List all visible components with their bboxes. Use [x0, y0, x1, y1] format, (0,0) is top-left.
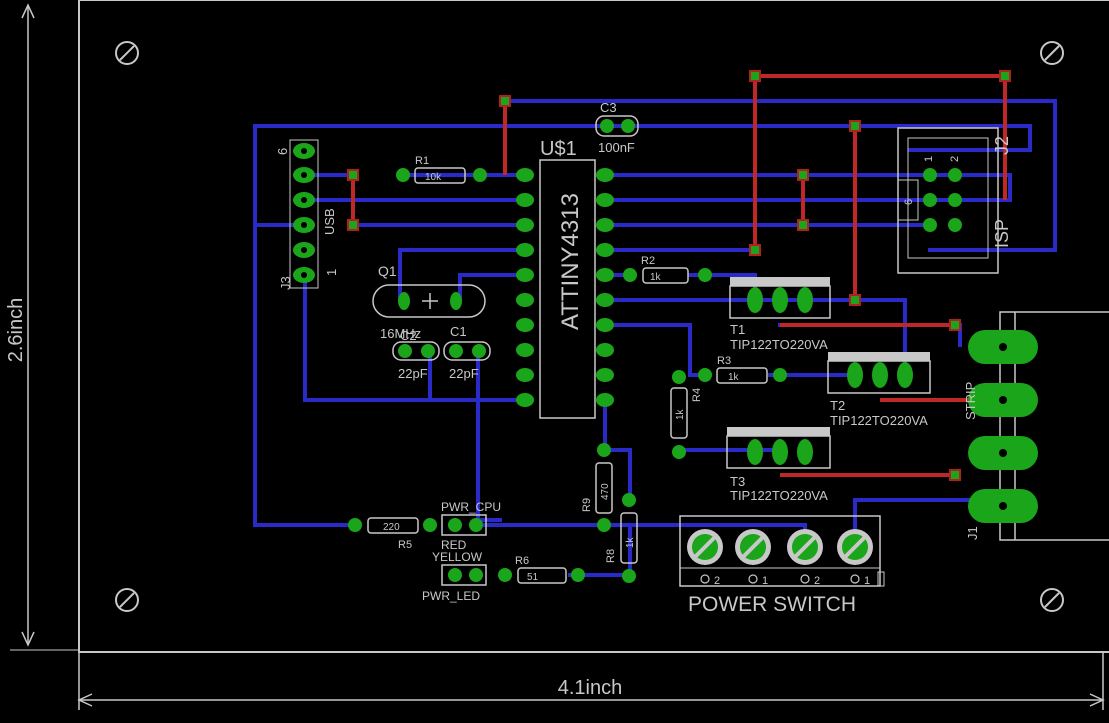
led-pwr-name: PWR_LED [422, 589, 480, 603]
power-switch-label: POWER SWITCH [688, 593, 856, 616]
resistor-r1: R1 10k [396, 155, 487, 184]
c3-value: 100nF [598, 140, 635, 155]
r5-value: 220 [383, 522, 400, 533]
r4-value: 1k [675, 408, 686, 420]
q1-label: Q1 [378, 263, 397, 279]
r5-label: R5 [398, 539, 412, 551]
q1-value: 16MHz [380, 326, 421, 341]
transistor-t3: T3 TIP122TO220VA [726, 427, 831, 503]
r9-label: R9 [581, 498, 593, 512]
t1-label: T1 [730, 322, 745, 337]
transistor-t2: T2 TIP122TO220VA [827, 352, 931, 428]
isp-pin-2-label: 2 [949, 156, 961, 162]
resistor-r5: R5 220 [348, 517, 437, 551]
r8-label: R8 [605, 549, 617, 563]
c1-label: C1 [450, 324, 467, 339]
vias [347, 70, 1011, 481]
usb-label: USB [322, 208, 337, 235]
power-switch: 2 1 2 1 POWER SWITCH [679, 515, 885, 616]
resistor-r9: R9 470 [581, 443, 613, 532]
r2-label: R2 [641, 255, 655, 267]
isp-label: ISP [992, 219, 1012, 248]
r3-label: R3 [717, 355, 731, 367]
c1-value: 22pF [449, 366, 479, 381]
strip-label: STRIP [963, 382, 978, 420]
board-outline [10, 0, 1109, 710]
capacitor-c1: C1 22pF [443, 324, 491, 381]
width-dimension-label: 4.1inch [558, 677, 623, 699]
ic-name: U$1 [540, 138, 577, 160]
r6-value: 51 [527, 572, 539, 583]
t3-part: TIP122TO220VA [730, 488, 828, 503]
r8-value: 1k [625, 536, 636, 548]
resistor-r6: R6 51 [498, 555, 585, 584]
t2-label: T2 [830, 398, 845, 413]
t2-part: TIP122TO220VA [830, 413, 928, 428]
r3-value: 1k [728, 372, 740, 383]
switch-pin-label: 2 [714, 575, 720, 587]
led-pwr-cpu: PWR_CPU RED [441, 500, 501, 552]
resistor-r8: R8 1k [605, 493, 638, 583]
c3-label: C3 [600, 100, 617, 115]
t1-part: TIP122TO220VA [730, 337, 828, 352]
led-cpu-name: PWR_CPU [441, 500, 501, 514]
r6-label: R6 [515, 555, 529, 567]
j3-label: J3 [278, 276, 293, 290]
led-pwr-led: YELLOW PWR_LED [422, 550, 487, 603]
ic-part: ATTINY4313 [557, 193, 584, 330]
switch-pin-label: 1 [762, 575, 768, 587]
resistor-r4: R4 1k [670, 370, 703, 459]
ic-u1: U$1 ATTINY4313 [516, 138, 614, 419]
usb-pin-1-label: 1 [324, 269, 339, 276]
resistor-r2: R2 1k [623, 255, 712, 284]
j1-label: J1 [965, 526, 980, 540]
usb-header: 6 1 USB J3 [275, 139, 339, 290]
isp-pin-1-label: 1 [923, 156, 935, 162]
j2-label: J2 [992, 136, 1012, 155]
r1-value: 10k [425, 172, 442, 183]
switch-pin-label: 1 [864, 575, 870, 587]
crystal-q1: Q1 16MHz [372, 263, 486, 341]
switch-pin-label: 2 [814, 575, 820, 587]
r9-value: 470 [600, 483, 611, 500]
height-dimension-label: 2.6inch [5, 298, 27, 363]
mounting-holes [115, 41, 1064, 612]
transistor-t1: T1 TIP122TO220VA [729, 277, 831, 352]
led-cpu-color: RED [441, 538, 467, 552]
isp-header: 1 2 6 J2 ISP [897, 127, 1012, 274]
led-pwr-color: YELLOW [432, 550, 483, 564]
capacitor-c2: C2 22pF [392, 328, 440, 381]
r4-label: R4 [691, 388, 703, 402]
resistor-r3: R3 1k [698, 355, 787, 384]
strip-connector: STRIP J1 [963, 311, 1109, 541]
r1-label: R1 [415, 155, 429, 167]
c2-label: C2 [400, 328, 417, 343]
isp-pin-6-label: 6 [903, 199, 915, 205]
t3-label: T3 [730, 474, 745, 489]
capacitor-c3: C3 100nF [595, 100, 639, 155]
usb-pin-6-label: 6 [275, 148, 290, 155]
c2-value: 22pF [398, 366, 428, 381]
r2-value: 1k [650, 272, 662, 283]
